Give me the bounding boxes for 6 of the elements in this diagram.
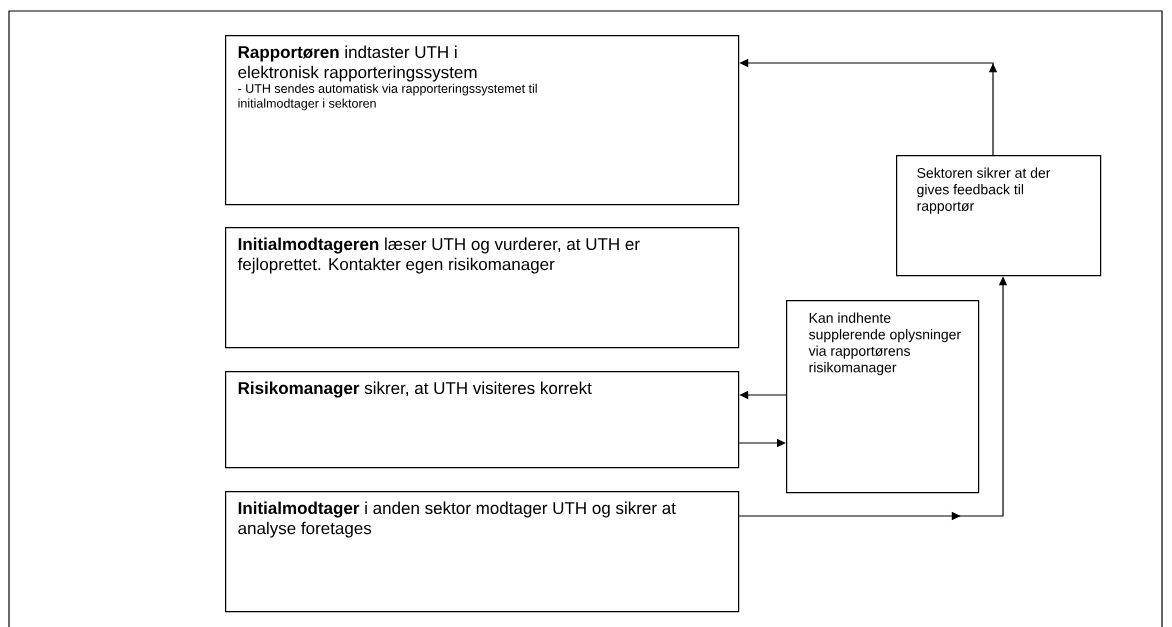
process-box: Initialmodtager i anden sektor modtager UTH og sikrer at analyse foretages [225, 491, 740, 613]
process-box: Risikomanager sikrer, at UTH visiteres korrekt [225, 371, 740, 469]
note-box: Kan indhente supplerende oplysninger via rapportørens risikomanager [786, 300, 980, 494]
note-box: Sektoren sikrer at der gives feedback til rapportør [896, 155, 1102, 277]
process-box: Initialmodtageren læser UTH og vurderer, at UTH er fejloprettet. Kontakter egen risikomanager [225, 227, 740, 349]
process-box: Rapportøren indtaster UTH i elektronisk rapporteringssystem - UTH sendes automatisk via rapporteringssystemet til initialmodtager i sektoren [225, 35, 740, 206]
